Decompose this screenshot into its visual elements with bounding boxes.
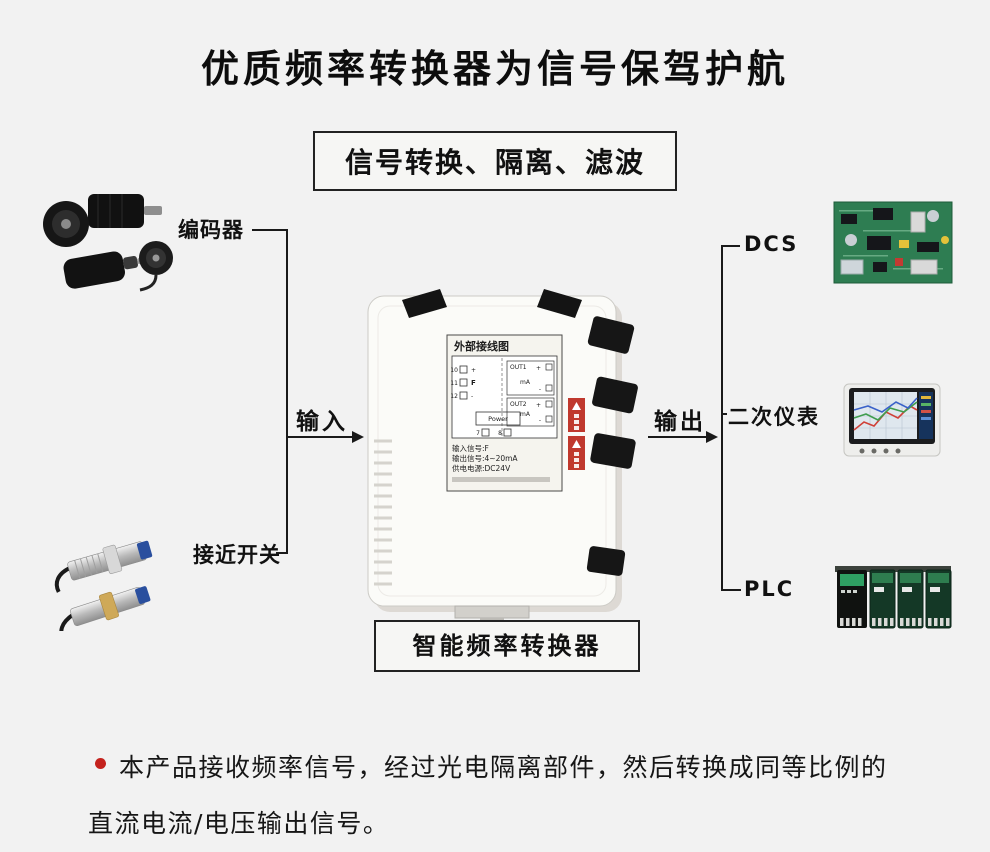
module-top-left-clip [402, 289, 447, 318]
isolator-module-image: 外部接线图 10 11 12 + F - OUT1 + - mA OUT2 + [367, 289, 638, 624]
out2-label: OUT2 [510, 401, 527, 408]
module-vent-slats [374, 439, 392, 586]
plus-mark: + [471, 367, 476, 374]
source-label-encoder: 编码器 [178, 218, 244, 242]
ma-unit: mA [520, 411, 531, 418]
terminal-number: 8 [498, 430, 502, 437]
source-label-proximity-switch: 接近开关 [193, 543, 281, 567]
proximity-sensor-1 [54, 540, 153, 593]
terminal-number: 11 [450, 380, 458, 387]
spec-line: 输出信号:4~20mA [452, 453, 518, 463]
module-side-connectors [586, 316, 638, 576]
input-bracket-line [252, 229, 288, 554]
input-flow-label: 输入 [296, 409, 348, 435]
wiring-diagram-title: 外部接线图 [453, 339, 509, 353]
destination-label-plc: PLC [744, 577, 795, 601]
proximity-sensor-2 [59, 586, 151, 631]
output-arrowhead-icon [706, 431, 718, 443]
wiring-diagram: 10 11 12 + F - OUT1 + - mA OUT2 + - mA P… [450, 355, 558, 439]
destination-label-secondary-instrument: 二次仪表 [728, 405, 820, 429]
module-spec-lines: 输入信号:F 输出信号:4~20mA 供电电源:DC24V [452, 443, 518, 473]
power-label: Power [488, 415, 508, 423]
subtitle-banner: 信号转换、隔离、滤波 [312, 131, 678, 191]
description-line-1: 本产品接收频率信号，经过光电隔离部件，然后转换成同等比例的 [119, 753, 888, 782]
minus-mark: - [471, 393, 473, 400]
out1-label: OUT1 [510, 364, 527, 371]
proximity-switch-image [54, 540, 153, 631]
encoder-image [43, 194, 173, 292]
terminal-number: 7 [476, 430, 480, 437]
din-clip [454, 605, 530, 619]
ma-unit: mA [520, 379, 531, 386]
spec-line: 输入信号:F [452, 443, 489, 453]
secondary-instrument-image [843, 383, 941, 457]
module-top-right-clip [537, 289, 582, 318]
module-caption-box: 智能频率转换器 [374, 620, 640, 672]
warning-stickers [568, 398, 585, 470]
spec-line: 供电电源:DC24V [452, 463, 511, 473]
minus-mark: - [539, 386, 541, 393]
encoder-cluster [43, 194, 173, 292]
input-signal-mark: F [471, 379, 476, 387]
minus-mark: - [539, 417, 541, 424]
destination-label-dcs: DCS [744, 232, 799, 256]
module-fine-print [452, 477, 550, 482]
terminal-number: 10 [450, 367, 458, 374]
plus-mark: + [536, 365, 541, 372]
page-title: 优质频率转换器为信号保驾护航 [200, 47, 789, 91]
output-flow-label: 输出 [654, 409, 706, 435]
plus-mark: + [536, 402, 541, 409]
terminal-number: 12 [450, 393, 458, 400]
description-line-2: 直流电流/电压输出信号。 [88, 809, 390, 838]
bullet-icon [95, 758, 106, 769]
dcs-board-image [833, 201, 953, 284]
plc-image [835, 566, 952, 629]
